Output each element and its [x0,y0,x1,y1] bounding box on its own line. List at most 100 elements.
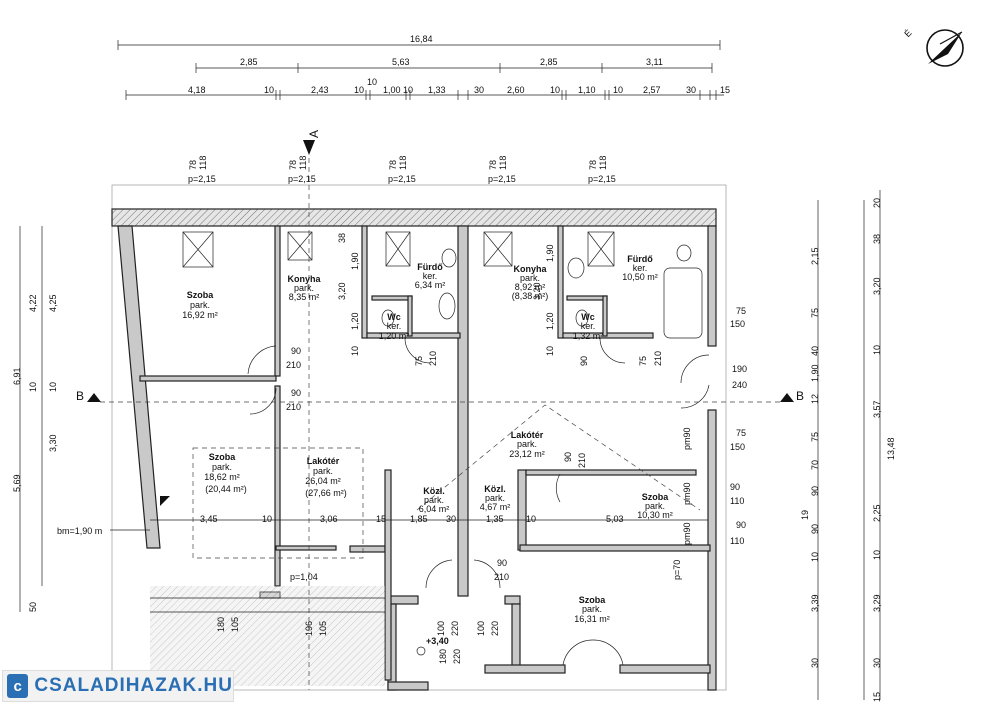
label-windows-bottom-4-1: 220 [452,649,462,664]
label-windows-right-2-1: 150 [730,442,745,452]
label-dims-left_outer-3: 50 [28,602,38,612]
label-rooms-7-area: 18,62 m² [204,472,240,482]
label-windows-bottom-2-0: 100 [436,621,446,636]
site-logo[interactable]: c CSALADIHAZAK.HU [2,670,234,702]
label-rooms-10-area: 23,12 m² [509,449,545,459]
label-rooms-10-floor: park. [517,439,537,449]
dim-row3-6: 10 [403,85,413,95]
label-dims-interior_row-1: 10 [262,514,272,524]
fixtures [182,231,703,656]
label-windows-right-4-1: 110 [730,496,744,506]
label-windows-top_sizes-0: 78 [588,160,598,170]
label-dims-right_mid-5: 2,25 [872,504,882,522]
dim-row3-8: 30 [474,85,484,95]
label-dims-interior_row-4: 1,85 [410,514,428,524]
label-rooms-9-area: 6,04 m² [419,504,450,514]
dim-row2-1: 5,63 [392,57,410,67]
label-rooms-2-name: Fürdő [417,262,443,272]
right-window-marks: 75 150 190 240 75 150 90 110 90 110 pm90… [290,306,747,582]
label-dims-right_inner-0: 2,15 [810,247,820,265]
dim-row3-3: 10 [354,85,364,95]
label-rooms-12-area: 10,30 m² [637,510,673,520]
compass-label: É [902,28,913,39]
label-rooms-8-name: Lakótér [307,456,340,466]
level-mark: +3,40 [426,636,449,646]
label-rooms-4-extra: (8,38 m²) [512,291,549,301]
label-rooms-7-floor: park. [212,462,232,472]
interior-row: 3,45 10 3,06 15 1,85 30 1,35 10 5,03 bm=… [57,514,708,536]
label-rooms-12-name: Szoba [642,492,669,502]
label-dims-right_mid-2: 3,20 [872,277,882,295]
label-dims-left_mid-0: 4,22 [28,294,38,312]
label-dims-interior_row-8: 5,03 [606,514,624,524]
label-dims-right_inner-7: 90 [810,486,820,496]
label-windows-door_marks-5-0: 90 [497,558,507,568]
label-dims-interior_small-3: 1,20 [350,312,360,330]
label-rooms-0-area: 16,92 m² [182,310,218,320]
label-windows-pm-4: p=1,04 [290,572,318,582]
label-windows-bottom-4-0: 180 [438,649,448,664]
left-dimensions: 6,91 10 5,69 50 4,22 4,25 10 3,30 [12,226,58,612]
label-dims-interior_small-0: 38 [337,233,347,243]
walls [111,208,717,691]
label-dims-right_inner-12: 30 [810,658,820,668]
label-dims-interior_small-6: 3,20 [532,282,542,300]
label-rooms-2-area: 6,34 m² [415,280,446,290]
label-dims-interior_row-3: 15 [376,514,386,524]
dim-overall: 16,84 [410,34,433,44]
label-rooms-3-name: Wc [387,312,401,322]
section-markers: B B A [76,130,804,506]
label-windows-right-1-1: 240 [732,380,747,390]
dim-row3-14: 30 [686,85,696,95]
label-windows-right-1-0: 190 [732,364,747,374]
dim-row2-0: 2,85 [240,57,258,67]
label-rooms-9-name: Közl. [423,486,445,496]
label-rooms-4-floor: park. [520,273,540,283]
top-dimensions: 16,84 2,85 5,63 2,85 3,11 4,18 10 2,43 1… [117,34,730,100]
label-windows-right-2-0: 75 [736,428,746,438]
dim-row3-7: 1,33 [428,85,446,95]
label-windows-top_sizes-2: p=2,15 [188,174,216,184]
label-rooms-6-area: 10,50 m² [622,272,658,282]
label-windows-door_marks-5-1: 210 [494,572,509,582]
dim-row3-13: 2,57 [643,85,661,95]
label-dims-right_mid-3: 10 [872,345,882,355]
label-dims-right_mid-8: 30 [872,658,882,668]
house-logo-icon: c [7,674,29,698]
label-dims-right_mid-0: 20 [872,198,882,208]
label-windows-door_marks-6-0: 90 [579,356,589,366]
label-dims-left_mid-1: 4,25 [48,294,58,312]
label-rooms-8-extra: (27,66 m²) [305,488,347,498]
label-windows-pm-0: pm90 [682,427,692,450]
dim-row3-15: 15 [720,85,730,95]
label-dims-right_inner-11: 3,39 [810,594,820,612]
label-windows-bottom-0-1: 105 [230,617,240,632]
label-windows-pm-1: pm90 [682,482,692,505]
door-marks: 90 210 90 210 75 210 90 210 75 210 90 21… [286,346,663,582]
label-dims-right_inner-3: 1,90 [810,364,820,382]
terrace [150,586,385,686]
label-dims-right_mid-7: 3,29 [872,594,882,612]
label-rooms-5-name: Wc [581,312,595,322]
label-windows-bottom-3-1: 220 [490,621,500,636]
label-dims-interior_row-0: 3,45 [200,514,218,524]
section-a: A [307,130,321,138]
label-windows-right-0-1: 150 [730,319,745,329]
label-windows-door_marks-3-1: 210 [577,453,587,468]
section-b-left: B [76,389,84,403]
label-rooms-4-area: 8,92 m² [515,282,546,292]
dim-row3-4: 10 [367,77,377,87]
label-rooms-6-name: Fürdő [627,254,653,264]
label-windows-right-0-0: 75 [736,306,746,316]
label-rooms-2-floor: ker. [423,271,438,281]
label-windows-door_marks-4-1: 210 [653,351,663,366]
label-windows-bottom-3-0: 100 [476,621,486,636]
label-dims-right_inner-8: 19 [800,510,810,520]
label-dims-left_outer-2: 5,69 [12,474,22,492]
